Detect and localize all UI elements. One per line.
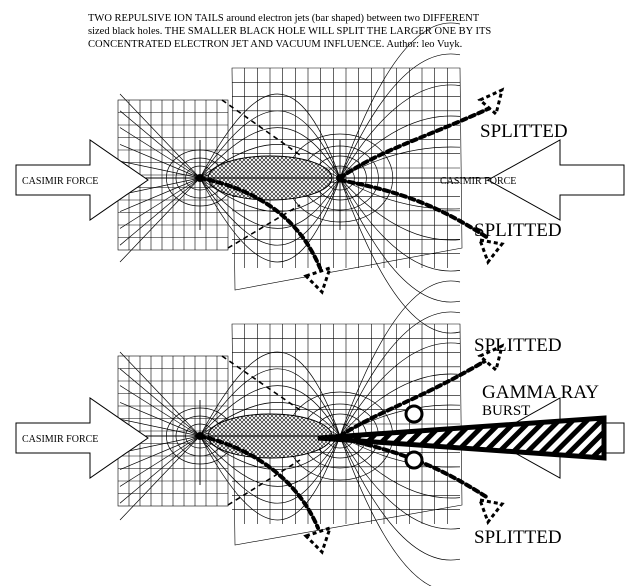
bottom-casimir-label-left: CASIMIR FORCE xyxy=(22,434,98,445)
top-arrowhead-down-right xyxy=(480,240,502,262)
bottom-arrowhead-down-right xyxy=(480,500,502,522)
top-casimir-arrow-right: CASIMIR FORCE xyxy=(440,140,624,220)
bottom-panel: CASIMIR FORCE SPLITTED GAMMA RAY BURST S… xyxy=(16,281,624,586)
top-panel: CASIMIR FORCE CASIMIR FORCE SPLITTED SPL… xyxy=(16,23,624,333)
gamma-label-line-1: GAMMA RAY xyxy=(482,382,599,403)
top-arrowhead-down xyxy=(306,268,330,292)
bottom-split-label-upper: SPLITTED xyxy=(474,335,562,356)
lower-ring-marker xyxy=(406,452,422,468)
upper-ring-marker xyxy=(406,406,422,422)
top-split-label-lower: SPLITTED xyxy=(474,220,562,241)
top-casimir-label-left: CASIMIR FORCE xyxy=(22,176,98,187)
bottom-split-label-lower: SPLITTED xyxy=(474,527,562,548)
top-split-label-upper: SPLITTED xyxy=(480,121,568,142)
top-large-black-hole xyxy=(336,174,344,182)
bottom-small-black-hole xyxy=(196,432,204,440)
top-small-black-hole xyxy=(196,174,204,182)
gamma-label-line-2: BURST xyxy=(482,403,530,419)
top-casimir-label-right: CASIMIR FORCE xyxy=(440,176,516,187)
